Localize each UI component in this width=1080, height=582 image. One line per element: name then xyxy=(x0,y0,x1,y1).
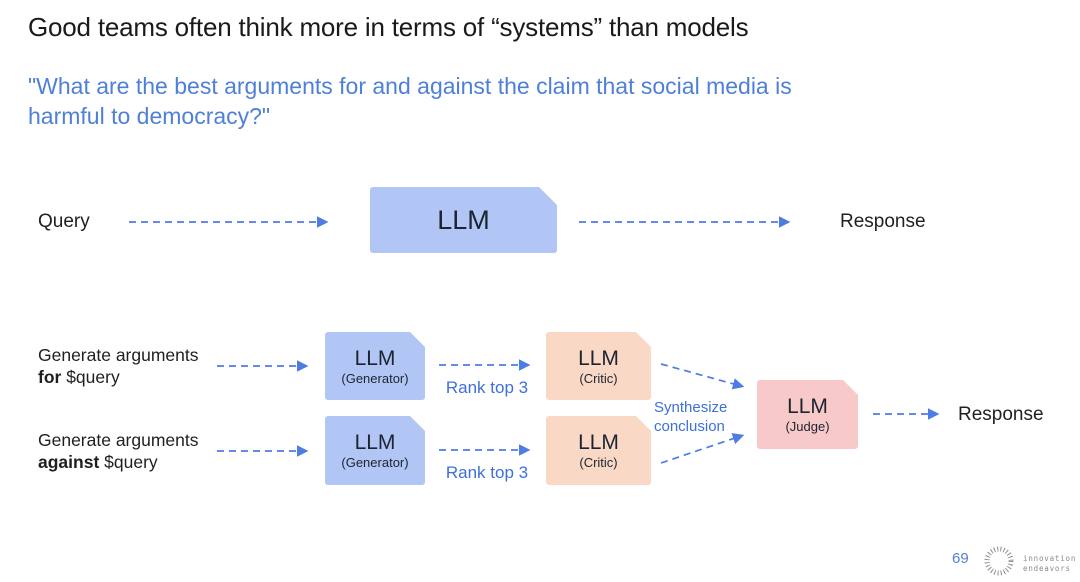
generator-top-label: LLM xyxy=(354,346,396,370)
input-for-label: Generate arguments for $query xyxy=(38,344,199,388)
input-for-line1: Generate arguments xyxy=(38,345,199,365)
logo-text-line2: endeavors xyxy=(1023,563,1071,573)
response-label-simple: Response xyxy=(840,211,926,232)
judge-node: LLM (Judge) xyxy=(757,380,858,449)
logo-text-line1: innovation xyxy=(1023,554,1077,563)
synthesize-line1: Synthesize xyxy=(654,399,728,416)
generator-bottom-label: LLM xyxy=(354,431,396,454)
input-against-rest: $query xyxy=(99,452,158,472)
slide-title: Good teams often think more in terms of … xyxy=(28,12,749,42)
arrow-llm-to-response xyxy=(579,216,791,228)
query-label: Query xyxy=(38,211,90,232)
arrow-generator-bottom-to-critic-bottom xyxy=(439,444,531,456)
judge-label: LLM xyxy=(787,395,828,418)
critic-node-bottom: LLM (Critic) xyxy=(546,416,651,485)
llm-node-label: LLM xyxy=(437,204,490,235)
llm-node: LLM xyxy=(370,187,557,253)
input-against-line1: Generate arguments xyxy=(38,430,199,450)
judge-sublabel: (Judge) xyxy=(785,419,830,434)
input-against-line2: against $query xyxy=(38,451,199,473)
critic-top-label: LLM xyxy=(578,346,619,370)
input-against-bold-word: against xyxy=(38,452,100,472)
input-against-label: Generate arguments against $query xyxy=(38,429,199,473)
arrow-critic-top-to-judge xyxy=(660,363,745,390)
generator-node-bottom: LLM (Generator) xyxy=(325,416,425,485)
generator-bottom-sublabel: (Generator) xyxy=(341,455,409,470)
input-for-line2: for $query xyxy=(38,366,199,388)
arrow-critic-bottom-to-judge xyxy=(660,433,745,464)
arrow-judge-to-response xyxy=(873,408,940,420)
response-label-system: Response xyxy=(958,404,1044,425)
slide-subtitle: "What are the best arguments for and aga… xyxy=(28,73,792,129)
innovation-endeavors-logo-text: innovation endeavors xyxy=(1023,554,1076,573)
arrow-query-to-llm xyxy=(129,216,329,228)
arrow-for-input-to-generator xyxy=(217,360,309,372)
synthesize-line2: conclusion xyxy=(654,418,725,435)
generator-node-top: LLM (Generator) xyxy=(325,332,425,400)
input-for-rest: $query xyxy=(61,367,120,387)
arrow-generator-top-to-critic-top xyxy=(439,359,531,371)
innovation-endeavors-logo-icon xyxy=(984,546,1014,576)
arrow-against-input-to-generator xyxy=(217,445,309,457)
critic-bottom-label: LLM xyxy=(578,431,619,454)
input-for-bold-word: for xyxy=(38,367,62,387)
critic-top-sublabel: (Critic) xyxy=(579,370,618,386)
rank-top-label-bottom: Rank top 3 xyxy=(445,463,529,482)
synthesize-label: Synthesize conclusion xyxy=(654,398,727,436)
rank-top-label-top: Rank top 3 xyxy=(445,378,529,397)
critic-bottom-sublabel: (Critic) xyxy=(579,455,618,470)
critic-node-top: LLM (Critic) xyxy=(546,332,651,400)
generator-top-sublabel: (Generator) xyxy=(341,370,409,386)
page-number: 69 xyxy=(952,550,969,567)
